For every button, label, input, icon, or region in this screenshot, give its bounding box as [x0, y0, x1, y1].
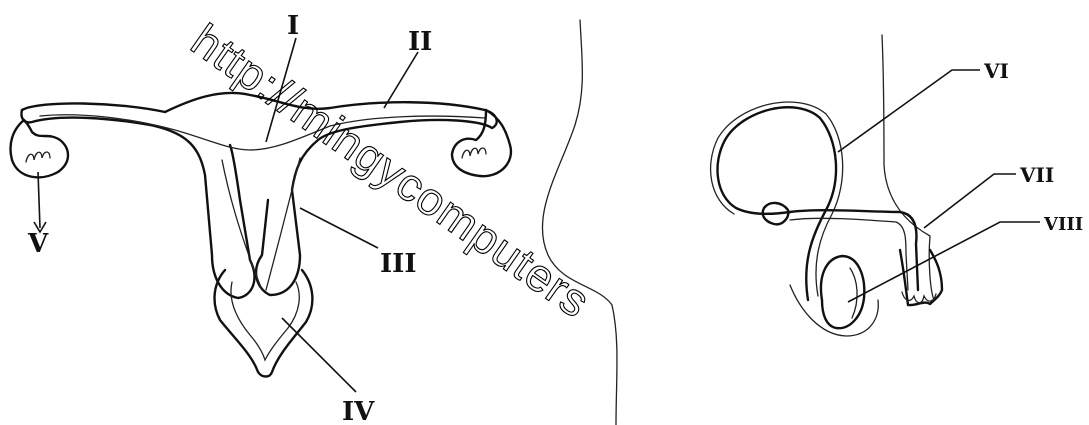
pointer-VIII — [848, 222, 1040, 302]
pointer-II — [384, 52, 418, 108]
label-I: I — [287, 11, 299, 41]
label-V: V — [27, 229, 49, 259]
testis — [821, 256, 864, 328]
pointer-IV — [282, 318, 356, 392]
label-II: II — [408, 27, 432, 57]
male-reproductive-system — [711, 35, 942, 336]
pointer-III — [300, 208, 378, 248]
label-IV: IV — [342, 397, 375, 425]
fimbriae-left — [26, 152, 50, 162]
label-VI: VI — [983, 59, 1009, 83]
label-III: III — [380, 249, 417, 279]
watermark-text: http://mingycomputers — [182, 14, 600, 328]
abdomen-contour — [542, 20, 617, 425]
pointer-V — [38, 172, 40, 228]
fimbriae-right — [462, 148, 486, 158]
label-VII: VII — [1019, 163, 1054, 187]
label-VIII: VIII — [1043, 214, 1083, 235]
body-silhouette — [542, 20, 617, 425]
female-pointers — [34, 38, 418, 392]
pointer-VII — [924, 174, 1016, 228]
cervical-canal-right — [266, 158, 300, 290]
female-reproductive-system — [11, 93, 511, 377]
ovary-left — [11, 120, 69, 177]
pointer-VI — [838, 70, 980, 152]
epididymis — [850, 268, 857, 318]
